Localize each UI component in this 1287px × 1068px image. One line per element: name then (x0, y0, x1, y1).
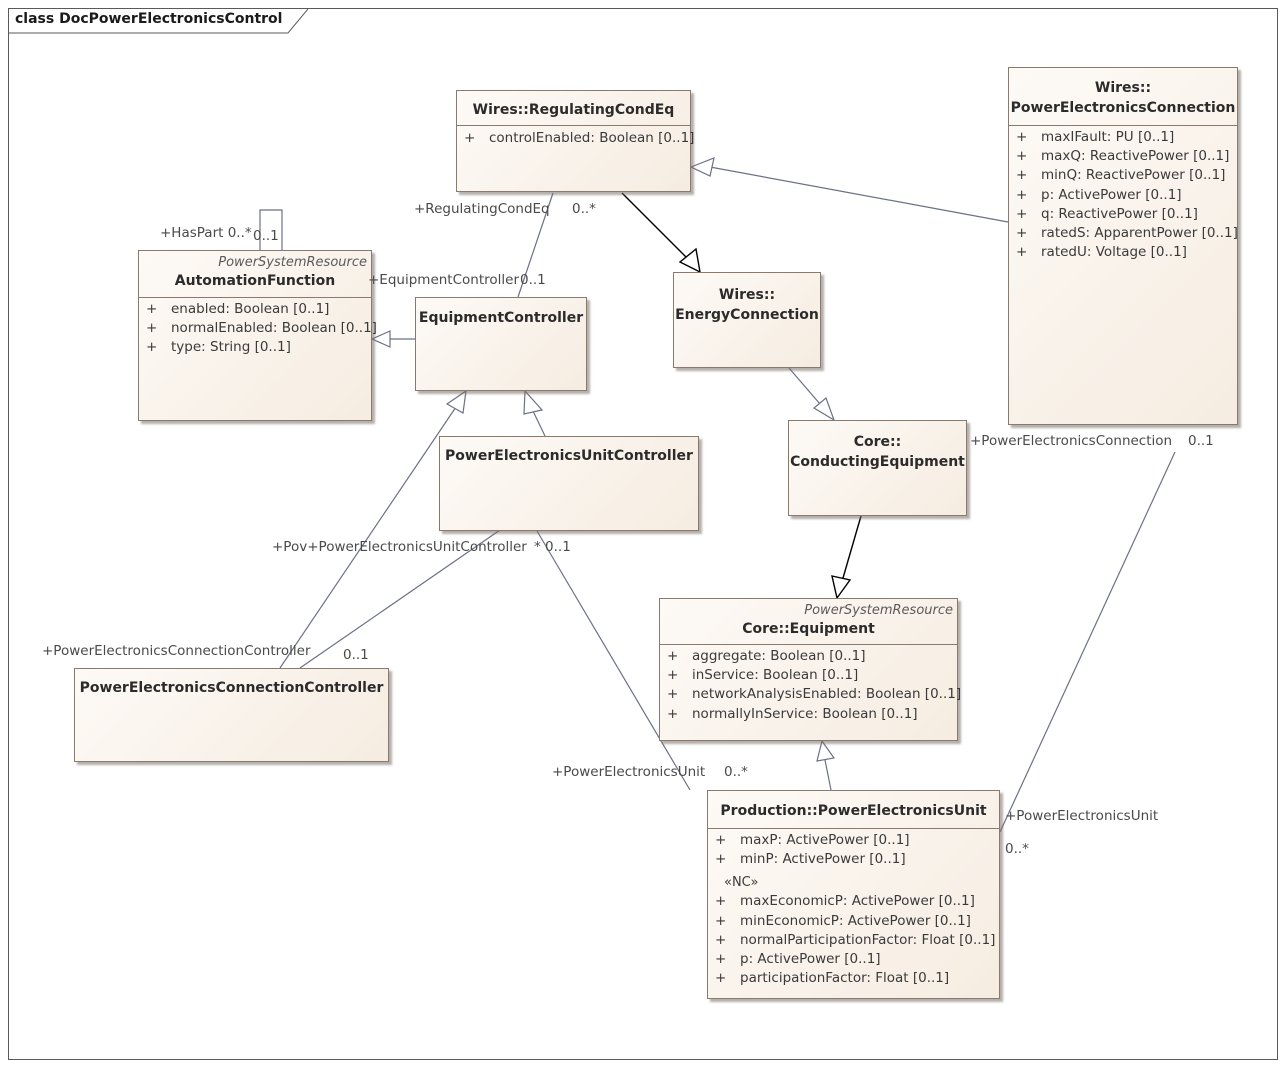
class-equipment[interactable]: PowerSystemResource Core::Equipment +agg… (659, 598, 962, 741)
assoc-regulating-eqcontroller (517, 192, 554, 298)
attribute-row: +minP: ActivePower [0..1] (715, 851, 906, 868)
multiplicity-power-electronics-unit-right: 0..* (1005, 841, 1029, 857)
diagram-frame (8, 8, 1278, 1060)
class-name: Production::PowerElectronicsUnit (720, 803, 987, 819)
multiplicity-equipment-controller: 0..1 (520, 272, 546, 288)
arrow-to-conducting (812, 396, 836, 422)
attribute-row: +normallyInService: Boolean [0..1] (667, 705, 918, 722)
class-stereotype: PowerSystemResource (218, 255, 367, 270)
arrow-to-energyconn (678, 247, 701, 274)
arrow-to-equipment-black (831, 575, 852, 600)
class-power-electronics-unit[interactable]: Production::PowerElectronicsUnit +maxP: … (707, 790, 1000, 999)
arrow-to-regulating (689, 157, 715, 177)
attribute-list: +maxP: ActivePower [0..1] +minP: ActiveP… (708, 829, 999, 988)
class-power-electronics-unit-controller[interactable]: PowerElectronicsUnitController (439, 436, 699, 531)
class-name: EquipmentController (418, 310, 584, 326)
class-stereotype: PowerSystemResource (804, 603, 953, 618)
attribute-row: +p: ActivePower [0..1] (715, 951, 881, 968)
attribute-list: +enabled: Boolean [0..1] +normalEnabled:… (139, 298, 377, 358)
attribute-row: +p: ActivePower [0..1] (1016, 186, 1182, 203)
assoc-pec-peu (999, 451, 1176, 833)
attribute-row: +q: ReactivePower [0..1] (1016, 205, 1198, 222)
role-label-unit-controller: +Pov+PowerElectronicsUnitController (272, 539, 527, 555)
attribute-row: +ratedS: ApparentPower [0..1] (1016, 225, 1238, 242)
class-regulating-cond-eq[interactable]: Wires::RegulatingCondEq +controlEnabled:… (456, 90, 695, 192)
multiplicity-power-electronics-connection: 0..1 (1188, 433, 1214, 449)
class-name: Core::Equipment (742, 621, 875, 637)
class-power-electronics-connection[interactable]: Wires:: PowerElectronicsConnection +maxI… (1008, 67, 1238, 425)
multiplicity-power-electronics-unit-left: 0..* (724, 764, 748, 780)
attribute-row: +ratedU: Voltage [0..1] (1016, 244, 1187, 261)
gen-conducting-energyconn (788, 367, 821, 405)
class-name: PowerElectronicsConnection (1010, 100, 1236, 116)
class-namespace: Core:: (853, 434, 902, 450)
role-label-has-part: +HasPart 0..* (160, 225, 252, 241)
arrow-to-eqcontroller-left (445, 389, 467, 414)
gen-peu-equipment (824, 759, 832, 791)
attribute-row: +enabled: Boolean [0..1] (146, 301, 330, 317)
class-namespace: Wires:: (718, 287, 776, 303)
class-namespace: Wires:: (1094, 80, 1152, 96)
assoc-haspart-self (259, 209, 283, 250)
class-power-electronics-connection-controller[interactable]: PowerElectronicsConnectionController (74, 668, 389, 762)
gen-pec-regulating (709, 166, 1009, 223)
class-name: AutomationFunction (174, 273, 336, 289)
role-label-power-electronics-unit-right: +PowerElectronicsUnit (1005, 808, 1159, 824)
multiplicity-regulating-cond-eq: 0..* (572, 201, 596, 217)
diagram-title: class DocPowerElectronicsControl (15, 11, 283, 27)
attribute-row: +normalParticipationFactor: Float [0..1] (715, 931, 996, 948)
role-label-equipment-controller: +EquipmentController (368, 272, 519, 288)
attribute-list: +controlEnabled: Boolean [0..1] (457, 126, 695, 148)
multiplicity-has-part: 0..1 (253, 228, 279, 244)
attribute-row: +maxIFault: PU [0..1] (1016, 129, 1175, 145)
class-name: ConductingEquipment (790, 454, 965, 470)
attribute-list: +aggregate: Boolean [0..1] +inService: B… (660, 645, 962, 724)
attribute-row: +networkAnalysisEnabled: Boolean [0..1] (667, 686, 962, 703)
attribute-row: +maxQ: ReactivePower [0..1] (1016, 148, 1230, 165)
assoc-peuc-peu (536, 530, 691, 791)
class-automation-function[interactable]: PowerSystemResource AutomationFunction +… (138, 250, 377, 421)
attribute-row: +normalEnabled: Boolean [0..1] (146, 320, 377, 337)
class-name: EnergyConnection (675, 307, 819, 323)
class-equipment-controller[interactable]: EquipmentController (415, 297, 587, 391)
attribute-row: +type: String [0..1] (146, 339, 291, 356)
attribute-separator (660, 644, 957, 645)
frame-tab-outline (8, 8, 308, 34)
class-conducting-equipment[interactable]: Core:: ConductingEquipment (788, 420, 967, 516)
assoc-peuc-pecc (299, 529, 501, 669)
arrow-to-eqcontroller-right (523, 389, 544, 415)
attribute-separator (139, 297, 371, 298)
attribute-row: +minEconomicP: ActivePower [0..1] (715, 912, 971, 929)
attribute-row: +controlEnabled: Boolean [0..1] (464, 130, 695, 146)
class-name: PowerElectronicsConnectionController (79, 680, 384, 696)
attribute-row: +aggregate: Boolean [0..1] (667, 648, 866, 664)
attribute-row: +inService: Boolean [0..1] (667, 667, 859, 684)
role-label-power-electronics-unit-left: +PowerElectronicsUnit (552, 764, 706, 780)
attribute-separator (457, 125, 690, 126)
class-energy-connection[interactable]: Wires:: EnergyConnection (673, 272, 821, 368)
attribute-list: +maxIFault: PU [0..1] +maxQ: ReactivePow… (1009, 126, 1238, 262)
attribute-row: +minQ: ReactivePower [0..1] (1016, 167, 1226, 184)
arrow-to-equipment (816, 739, 836, 762)
role-label-regulating-cond-eq: +RegulatingCondEq (414, 201, 550, 217)
attribute-separator (1009, 125, 1237, 126)
gen-peuc-eqcontroller (532, 410, 546, 437)
multiplicity-unit-controller: * 0..1 (534, 539, 571, 555)
attribute-row: +maxEconomicP: ActivePower [0..1] (715, 893, 975, 910)
arrow-to-automation (370, 330, 391, 348)
attribute-row: +maxP: ActivePower [0..1] (715, 832, 910, 848)
gen-regulating-energyconn (621, 192, 689, 260)
gen-pecc-eqcontroller (279, 406, 457, 669)
attribute-row: +participationFactor: Float [0..1] (715, 970, 950, 987)
class-name: Wires::RegulatingCondEq (472, 102, 675, 118)
role-label-power-electronics-connection: +PowerElectronicsConnection (970, 433, 1173, 449)
attribute-separator (708, 828, 999, 829)
nc-stereotype-label: «NC» (724, 875, 759, 891)
gen-equipment-conducting (842, 515, 862, 579)
role-label-connection-controller: +PowerElectronicsConnectionController (42, 643, 311, 659)
multiplicity-connection-controller: 0..1 (343, 647, 369, 663)
class-name: PowerElectronicsUnitController (445, 448, 693, 464)
